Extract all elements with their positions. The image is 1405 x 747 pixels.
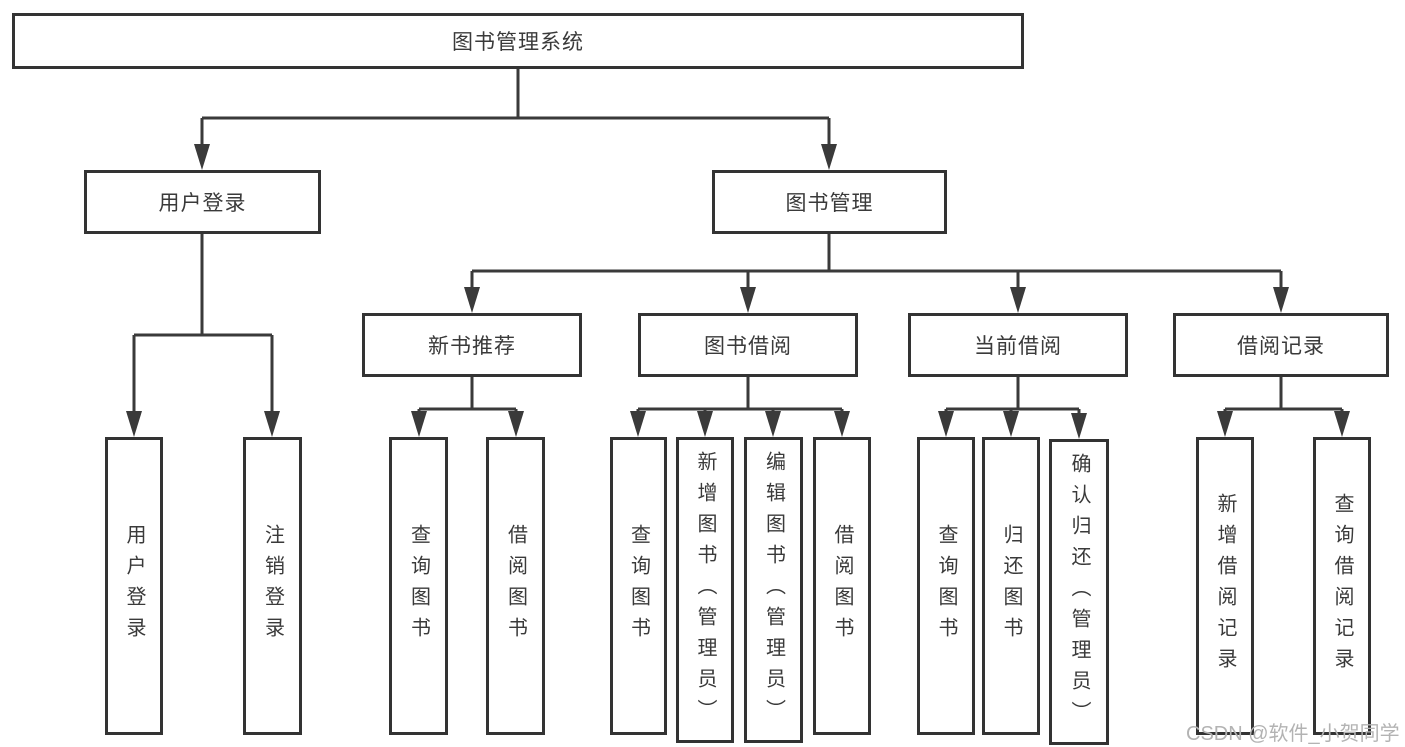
node-borrowing-records: 借阅记录 <box>1173 313 1389 377</box>
node-leaf-query-books-2-label: 查询图书 <box>627 524 650 648</box>
node-leaf-query-books-3: 查询图书 <box>917 437 975 735</box>
connector-user-login-to-leaves <box>132 234 274 416</box>
node-leaf-query-books-1: 查询图书 <box>389 437 448 735</box>
node-borrowing-records-label: 借阅记录 <box>1237 335 1325 358</box>
arrowhead-icon <box>1334 411 1350 437</box>
connector-new-book-to-leaves <box>417 377 518 416</box>
node-leaf-add-borrow-record-label: 新增借阅记录 <box>1214 493 1236 679</box>
node-leaf-logout: 注销登录 <box>243 437 302 735</box>
arrowhead-icon <box>697 411 713 437</box>
node-user-login-label: 用户登录 <box>158 192 247 215</box>
arrowhead-icon <box>740 287 756 313</box>
node-leaf-edit-books-admin: 编辑图书（管理员） <box>744 437 803 743</box>
arrowhead-icon <box>1071 413 1087 439</box>
node-leaf-add-borrow-record: 新增借阅记录 <box>1196 437 1254 735</box>
node-leaf-confirm-return-admin: 确认归还（管理员） <box>1049 439 1109 745</box>
node-user-login: 用户登录 <box>84 170 321 234</box>
node-current-borrowing: 当前借阅 <box>908 313 1128 377</box>
arrowhead-icon <box>1003 411 1019 437</box>
node-leaf-borrow-books-1: 借阅图书 <box>486 437 545 735</box>
node-book-borrowing-label: 图书借阅 <box>704 335 792 358</box>
node-leaf-query-borrow-record-label: 查询借阅记录 <box>1331 493 1353 679</box>
arrowhead-icon <box>126 411 142 437</box>
node-library-system-label: 图书管理系统 <box>452 31 584 54</box>
connector-book-borrow-to-leaves <box>636 377 844 416</box>
connector-book-mgmt-to-level3 <box>470 234 1283 292</box>
arrowhead-icon <box>264 411 280 437</box>
arrowhead-icon <box>630 411 646 437</box>
node-leaf-confirm-return-admin-label: 确认归还（管理员） <box>1068 452 1090 732</box>
arrowhead-icon <box>411 411 427 437</box>
node-leaf-add-books-admin-label: 新增图书（管理员） <box>694 450 716 730</box>
node-library-system: 图书管理系统 <box>12 13 1024 69</box>
node-leaf-user-login-label: 用户登录 <box>123 524 145 648</box>
arrowhead-icon <box>194 144 210 170</box>
node-leaf-return-books: 归还图书 <box>982 437 1040 735</box>
arrowhead-icon <box>1217 411 1233 437</box>
arrowhead-icon <box>834 411 850 437</box>
connector-current-borrow-to-leaves <box>944 377 1081 416</box>
arrowhead-icon <box>765 411 781 437</box>
arrowhead-icon <box>821 144 837 170</box>
arrowhead-icon <box>508 411 524 437</box>
node-leaf-query-books-2: 查询图书 <box>610 437 667 735</box>
node-leaf-edit-books-admin-label: 编辑图书（管理员） <box>762 450 785 730</box>
arrowhead-icon <box>1010 287 1026 313</box>
node-leaf-return-books-label: 归还图书 <box>1000 524 1022 648</box>
node-book-management-label: 图书管理 <box>785 192 874 215</box>
node-leaf-user-login: 用户登录 <box>105 437 163 735</box>
node-leaf-borrow-books-2-label: 借阅图书 <box>831 524 853 648</box>
node-book-borrowing: 图书借阅 <box>638 313 858 377</box>
node-leaf-query-books-3-label: 查询图书 <box>935 524 957 648</box>
connector-borrow-records-to-leaves <box>1223 377 1344 416</box>
arrowhead-icon <box>938 411 954 437</box>
arrowhead-icon <box>1273 287 1289 313</box>
node-leaf-query-books-1-label: 查询图书 <box>407 524 430 648</box>
node-book-management: 图书管理 <box>712 170 947 234</box>
node-new-book-recommend-label: 新书推荐 <box>428 335 516 358</box>
node-leaf-borrow-books-2: 借阅图书 <box>813 437 871 735</box>
arrowhead-icon <box>464 287 480 313</box>
node-new-book-recommend: 新书推荐 <box>362 313 582 377</box>
csdn-watermark: CSDN @软件_小贺同学 <box>1186 723 1400 745</box>
node-leaf-logout-label: 注销登录 <box>261 524 284 648</box>
connector-root-to-level2 <box>200 69 831 150</box>
node-leaf-query-borrow-record: 查询借阅记录 <box>1313 437 1371 735</box>
node-leaf-add-books-admin: 新增图书（管理员） <box>676 437 734 743</box>
node-current-borrowing-label: 当前借阅 <box>974 335 1062 358</box>
node-leaf-borrow-books-1-label: 借阅图书 <box>504 524 527 648</box>
